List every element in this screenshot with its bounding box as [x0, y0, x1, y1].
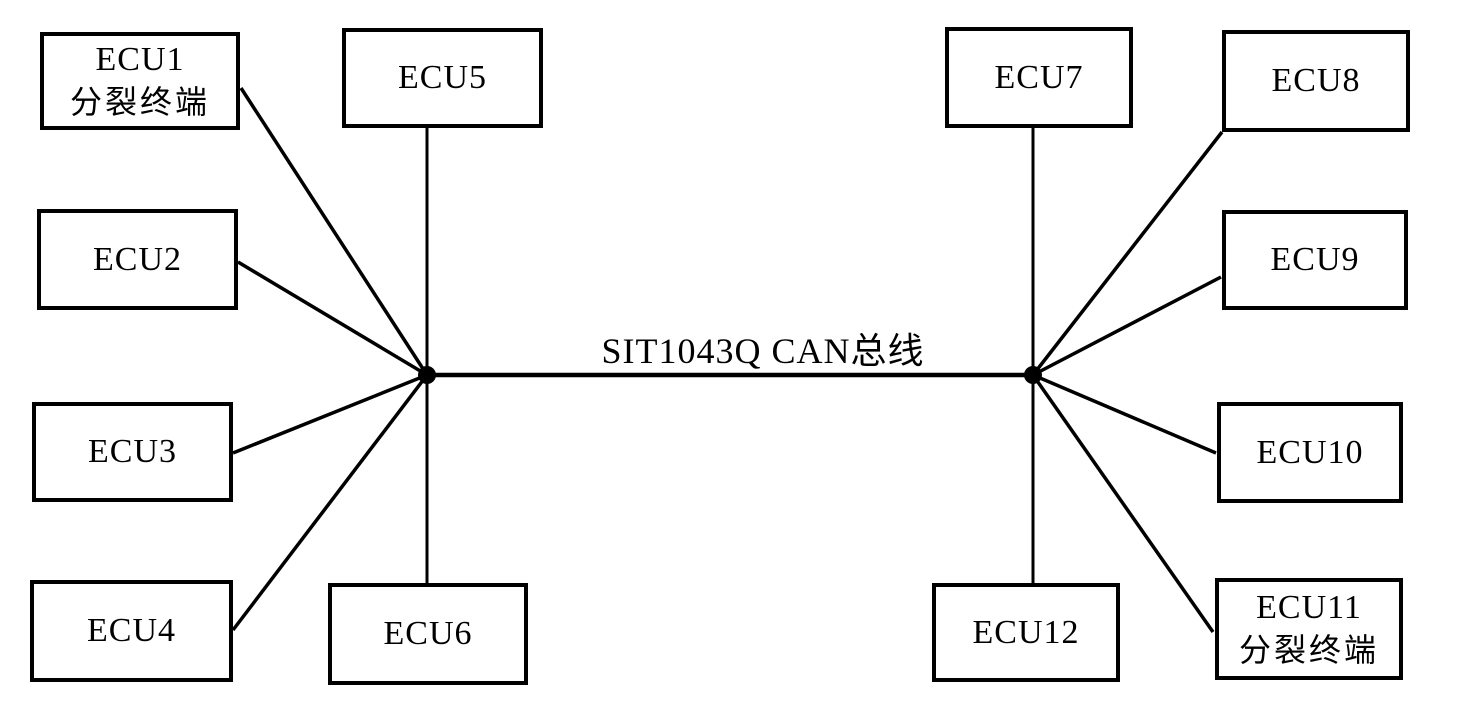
- node-label: ECU12: [972, 613, 1080, 651]
- node-label: ECU8: [1271, 62, 1361, 99]
- node-label: ECU10: [1256, 433, 1364, 471]
- node-label: ECU11: [1256, 589, 1362, 626]
- node-label: ECU1: [95, 41, 185, 78]
- node-ecu11: ECU11 分裂终端: [1215, 578, 1403, 680]
- edge-ecu3-left-hub: [232, 373, 428, 455]
- node-ecu2: ECU2: [37, 209, 238, 310]
- node-ecu6: ECU6: [328, 583, 528, 685]
- node-label: ECU9: [1270, 241, 1360, 278]
- left-hub-node: [418, 366, 436, 384]
- node-label: ECU2: [93, 240, 182, 278]
- node-sublabel: 分裂终端: [69, 84, 210, 120]
- right-hub-node: [1024, 366, 1042, 384]
- node-ecu9: ECU9: [1222, 210, 1408, 310]
- node-label: ECU5: [398, 59, 487, 96]
- edge-ecu10-right-hub: [1032, 373, 1217, 455]
- node-ecu7: ECU7: [945, 27, 1133, 128]
- edge-ecu1-left-hub: [239, 87, 429, 376]
- edge-ecu4-left-hub: [231, 373, 429, 632]
- edge-ecu2-left-hub: [237, 260, 428, 377]
- node-label: ECU3: [88, 433, 177, 470]
- node-label: ECU7: [994, 58, 1084, 96]
- node-ecu5: ECU5: [342, 28, 543, 128]
- node-ecu10: ECU10: [1217, 402, 1403, 503]
- node-ecu12: ECU12: [932, 583, 1120, 682]
- edge-ecu9-right-hub: [1032, 275, 1222, 377]
- node-label: ECU6: [383, 615, 473, 652]
- edge-ecu8-right-hub: [1031, 130, 1224, 377]
- node-label: ECU4: [87, 612, 176, 649]
- node-ecu4: ECU4: [30, 580, 233, 682]
- node-sublabel: 分裂终端: [1238, 632, 1379, 668]
- node-ecu1: ECU1 分裂终端: [40, 32, 240, 130]
- node-ecu3: ECU3: [32, 402, 233, 502]
- edge-ecu11-right-hub: [1031, 373, 1215, 634]
- node-ecu8: ECU8: [1222, 30, 1410, 132]
- bus-label: SIT1043Q CAN总线: [601, 331, 925, 371]
